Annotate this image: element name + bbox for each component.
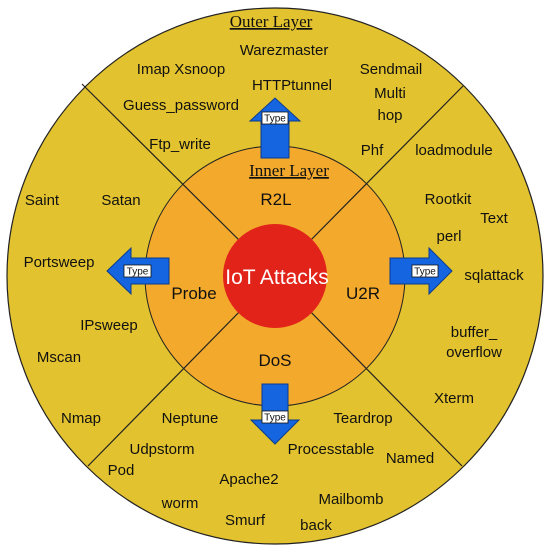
arrow-left-label: Type bbox=[127, 267, 149, 278]
attack-smurf: Smurf bbox=[225, 512, 266, 529]
separator-line-top-left bbox=[81, 83, 248, 249]
category-u2r: U2R bbox=[346, 284, 380, 303]
attack-text: Text bbox=[480, 210, 508, 227]
attack-mailbomb: Mailbomb bbox=[318, 491, 383, 508]
arrow-down: Type bbox=[249, 383, 301, 445]
separator-lines bbox=[81, 83, 464, 467]
arrow-up: Type bbox=[248, 97, 302, 159]
attack-guess-password: Guess_password bbox=[123, 97, 239, 114]
attack-xterm: Xterm bbox=[434, 390, 474, 407]
attack-pod: Pod bbox=[108, 462, 135, 479]
attack-nmap: Nmap bbox=[61, 410, 101, 427]
attack-imap-xsnoop: Imap Xsnoop bbox=[137, 61, 225, 78]
arrow-up-label: Type bbox=[264, 114, 286, 125]
attack-buffer-overflow-line2: overflow bbox=[446, 344, 502, 361]
attack-hop: hop bbox=[377, 107, 402, 124]
category-probe: Probe bbox=[171, 284, 216, 303]
attack-rootkit: Rootkit bbox=[425, 191, 473, 208]
attack-worm: worm bbox=[161, 495, 199, 512]
attack-ftp-write: Ftp_write bbox=[149, 136, 211, 153]
category-r2l: R2L bbox=[260, 190, 291, 209]
attack-satan: Satan bbox=[101, 192, 140, 209]
attack-ipsweep: IPsweep bbox=[80, 317, 138, 334]
attack-back: back bbox=[300, 517, 332, 534]
attack-multi: Multi bbox=[374, 85, 406, 102]
arrow-up-label-box bbox=[261, 111, 289, 125]
attack-neptune: Neptune bbox=[162, 410, 219, 427]
core-circle bbox=[223, 224, 327, 328]
arrow-right: Type bbox=[389, 246, 453, 296]
attack-processtable: Processtable bbox=[288, 441, 375, 458]
attack-udpstorm: Udpstorm bbox=[129, 441, 194, 458]
attack-sqlattack: sqlattack bbox=[464, 267, 524, 284]
arrow-right-label-box bbox=[411, 264, 439, 278]
attack-apache2: Apache2 bbox=[219, 471, 278, 488]
attack-saint: Saint bbox=[25, 192, 60, 209]
arrow-left-label-box bbox=[123, 264, 152, 278]
separator-line-bottom-left bbox=[87, 303, 248, 467]
arrow-left: Type bbox=[106, 246, 170, 296]
attack-teardrop: Teardrop bbox=[333, 410, 392, 427]
separator-line-top-right bbox=[302, 85, 464, 249]
attack-sendmail: Sendmail bbox=[360, 61, 423, 78]
inner-layer-title: Inner Layer bbox=[249, 161, 329, 180]
arrow-down-label: Type bbox=[264, 413, 286, 424]
attack-portsweep: Portsweep bbox=[24, 254, 95, 271]
attack-loadmodule: loadmodule bbox=[415, 142, 493, 159]
attack-perl: perl bbox=[436, 228, 461, 245]
separator-line-bottom-right bbox=[302, 303, 463, 467]
attack-phf: Phf bbox=[361, 142, 384, 159]
attack-mscan: Mscan bbox=[37, 349, 81, 366]
attack-httptunnel: HTTPtunnel bbox=[252, 77, 332, 94]
center-title: IoT Attacks bbox=[225, 266, 329, 289]
arrow-right-label: Type bbox=[414, 267, 436, 278]
attack-buffer-overflow-line1: buffer_ bbox=[451, 324, 498, 341]
attack-warezmaster: Warezmaster bbox=[240, 42, 329, 59]
arrow-down-label-box bbox=[261, 410, 289, 424]
attack-named: Named bbox=[386, 450, 434, 467]
category-dos: DoS bbox=[258, 351, 291, 370]
outer-layer-title: Outer Layer bbox=[230, 12, 313, 31]
